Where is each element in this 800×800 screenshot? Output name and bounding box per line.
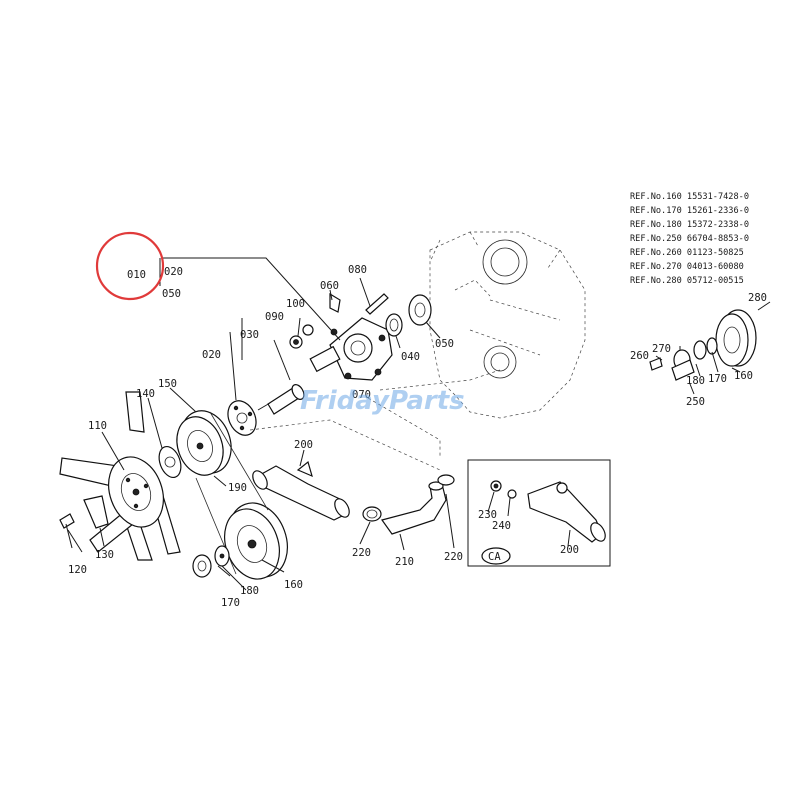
callout-130: 130: [95, 549, 114, 561]
callout-180: 180: [240, 585, 259, 597]
ref-row: REF.No.250 66704-8853-0: [630, 234, 749, 244]
callout-260: 260: [630, 350, 649, 362]
crankshaft-pulley: [224, 502, 288, 580]
callout-120: 120: [68, 564, 87, 576]
ref-table: REF.No.160 15531-7428-0 REF.No.170 15261…: [630, 192, 749, 286]
pulley-nut-washer: [192, 545, 230, 578]
callout-090: 090: [265, 311, 284, 323]
callout-180-crank: 180: [686, 375, 705, 387]
callout-190: 190: [228, 482, 247, 494]
bolts-small: [289, 292, 389, 349]
callout-170-crank: 170: [708, 373, 727, 385]
callout-070: 070: [352, 389, 371, 401]
cooling-fan: [59, 391, 181, 561]
callout-170: 170: [221, 597, 240, 609]
hose-clamps: [362, 474, 455, 522]
callout-050: 050: [162, 288, 181, 300]
callout-030: 030: [240, 329, 259, 341]
callout-110: 110: [88, 420, 107, 432]
callout-200-ca: 200: [560, 544, 579, 556]
callout-280: 280: [748, 292, 767, 304]
callout-270: 270: [652, 343, 671, 355]
callout-220: 220: [352, 547, 371, 559]
highlight-circle: [95, 231, 165, 301]
water-pump: [309, 317, 393, 381]
callout-150: 150: [158, 378, 177, 390]
watermark-logo: FridayParts: [300, 386, 465, 416]
callout-210: 210: [395, 556, 414, 568]
water-pipe-200: [252, 460, 350, 521]
fan-bolt-plate: [59, 495, 109, 549]
callout-040: 040: [401, 351, 420, 363]
fan-spacer: [158, 445, 182, 479]
leader-lines: [67, 257, 501, 591]
callout-050-ring: 050: [435, 338, 454, 350]
crank-detail: [649, 301, 771, 395]
callout-010: 010: [127, 269, 146, 281]
ref-row: REF.No.260 01123-50825: [630, 248, 744, 258]
callout-080: 080: [348, 264, 367, 276]
pump-shaft: [257, 384, 305, 415]
callout-100: 100: [286, 298, 305, 310]
callout-labels: 010 020 050 020 030 040 050 060 070 080 …: [68, 264, 767, 609]
callout-250: 250: [686, 396, 705, 408]
callout-020-flange: 020: [202, 349, 221, 361]
callout-160-crank: 160: [734, 370, 753, 382]
ca-detail-box: [467, 459, 611, 567]
pump-flange: [227, 400, 257, 436]
callout-020: 020: [164, 266, 183, 278]
ca-badge-label: CA: [488, 551, 501, 563]
callout-140: 140: [136, 388, 155, 400]
ref-row: REF.No.180 15372-2338-0: [630, 220, 749, 230]
callout-200: 200: [294, 439, 313, 451]
water-hose-210: [381, 481, 447, 535]
callout-220-right: 220: [444, 551, 463, 563]
ref-row: REF.No.280 05712-00515: [630, 276, 744, 286]
callout-060: 060: [320, 280, 339, 292]
ref-row: REF.No.170 15261-2336-0: [630, 206, 749, 216]
engine-block-outline: [429, 231, 586, 419]
ref-row: REF.No.160 15531-7428-0: [630, 192, 749, 202]
ref-row: REF.No.270 04013-60080: [630, 262, 744, 272]
seal-rings: [385, 294, 432, 337]
callout-160: 160: [284, 579, 303, 591]
callout-230: 230: [478, 509, 497, 521]
callout-240: 240: [492, 520, 511, 532]
